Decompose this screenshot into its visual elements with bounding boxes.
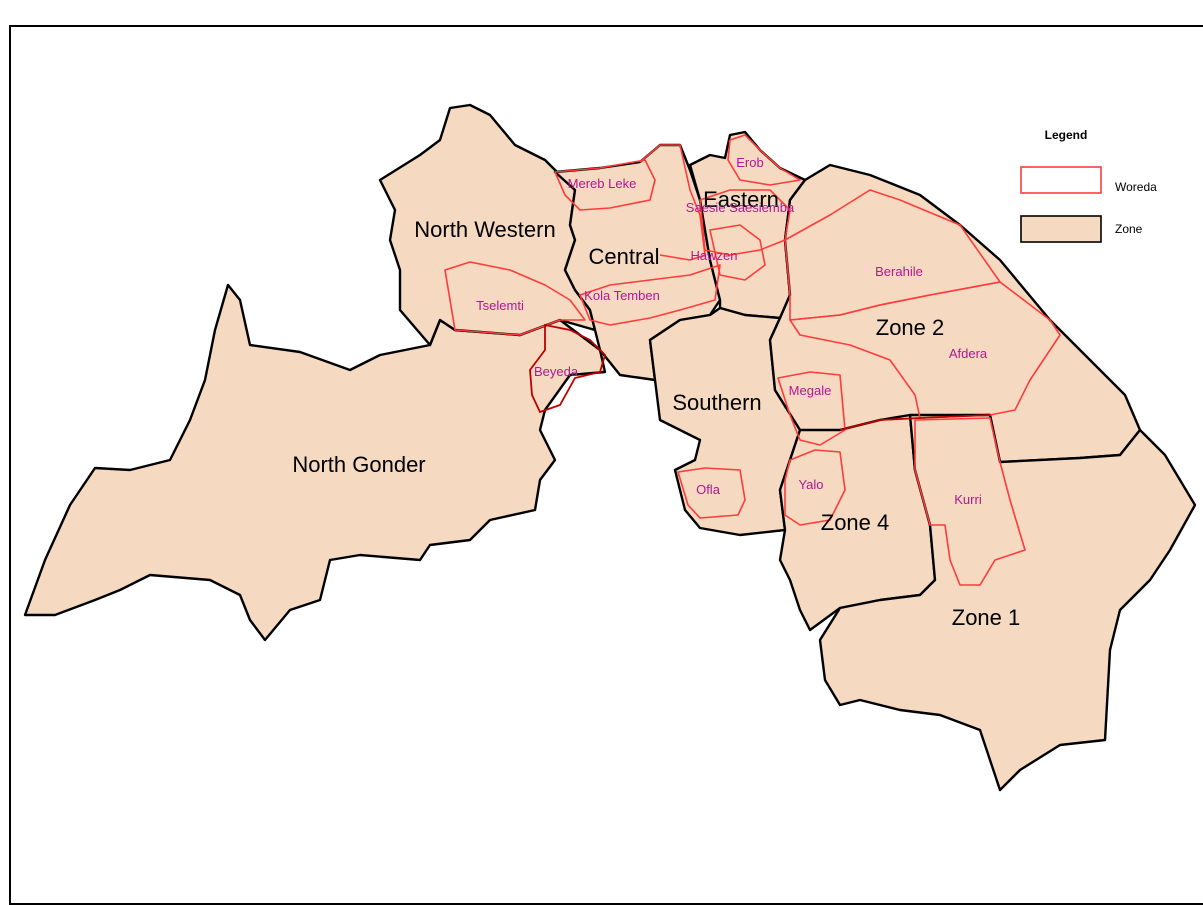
woreda-boundary-hawzen	[709, 224, 766, 281]
woreda-label-afdera: Afdera	[949, 346, 988, 361]
legend-title: Legend	[1045, 128, 1088, 142]
woreda-label-tselemti: Tselemti	[476, 298, 524, 313]
woreda-label-kola-temben: Kola Temben	[584, 288, 660, 303]
zone-label-zone-4: Zone 4	[821, 510, 890, 535]
zone-label-north-gonder: North Gonder	[292, 452, 425, 477]
woreda-label-yalo: Yalo	[798, 477, 823, 492]
woreda-label-kurri: Kurri	[954, 492, 982, 507]
zone-label-north-western: North Western	[414, 217, 555, 242]
legend-label-zone: Zone	[1115, 222, 1143, 236]
woreda-label-ofla: Ofla	[696, 482, 721, 497]
woreda-label-mereb-leke: Mereb Leke	[568, 176, 637, 191]
zone-label-zone-2: Zone 2	[876, 315, 945, 340]
woreda-label-berahile: Berahile	[875, 264, 923, 279]
woreda-boundary-kurri	[914, 417, 1026, 586]
zone-zone-1[interactable]	[818, 413, 1197, 792]
zones-layer	[23, 103, 1197, 792]
woreda-boundary-erob	[727, 134, 801, 186]
woreda-boundary-ofla	[677, 467, 746, 519]
woredas-layer	[444, 134, 1061, 586]
zone-label-zone-1: Zone 1	[952, 605, 1021, 630]
zone-label-eastern: Eastern	[703, 187, 779, 212]
zone-label-southern: Southern	[672, 390, 761, 415]
legend-label-woreda: Woreda	[1115, 180, 1157, 194]
woreda-label-saesie-saesiemba: Saesie Saesiemba	[686, 200, 795, 215]
woreda-label-hawzen: Hawzen	[691, 248, 738, 263]
woreda-label-erob: Erob	[736, 155, 763, 170]
woreda-boundary-central-inner	[639, 144, 706, 261]
legend-swatch-woreda	[1020, 166, 1102, 194]
woreda-boundary-zone2-zone1	[839, 414, 991, 431]
zone-label-central: Central	[589, 244, 660, 269]
woreda-boundary-megale	[777, 371, 846, 446]
legend: Legend Woreda Zone	[1020, 128, 1157, 243]
woreda-boundary-kola-temben	[579, 264, 721, 326]
woreda-boundary-beyeda	[529, 323, 607, 414]
woreda-boundary-yalo	[784, 449, 846, 526]
woreda-labels: Erob Mereb Leke Saesie Saesiemba Hawzen …	[476, 155, 988, 507]
woreda-boundary-tselemti	[444, 261, 586, 336]
zone-labels: North Gonder North Western Central Easte…	[292, 187, 1020, 630]
woreda-label-megale: Megale	[789, 383, 832, 398]
woreda-boundary-afdera	[789, 281, 1061, 419]
legend-swatch-zone	[1020, 215, 1102, 243]
woreda-label-beyeda: Beyeda	[534, 364, 579, 379]
woreda-boundary-mereb-leke	[554, 159, 656, 211]
